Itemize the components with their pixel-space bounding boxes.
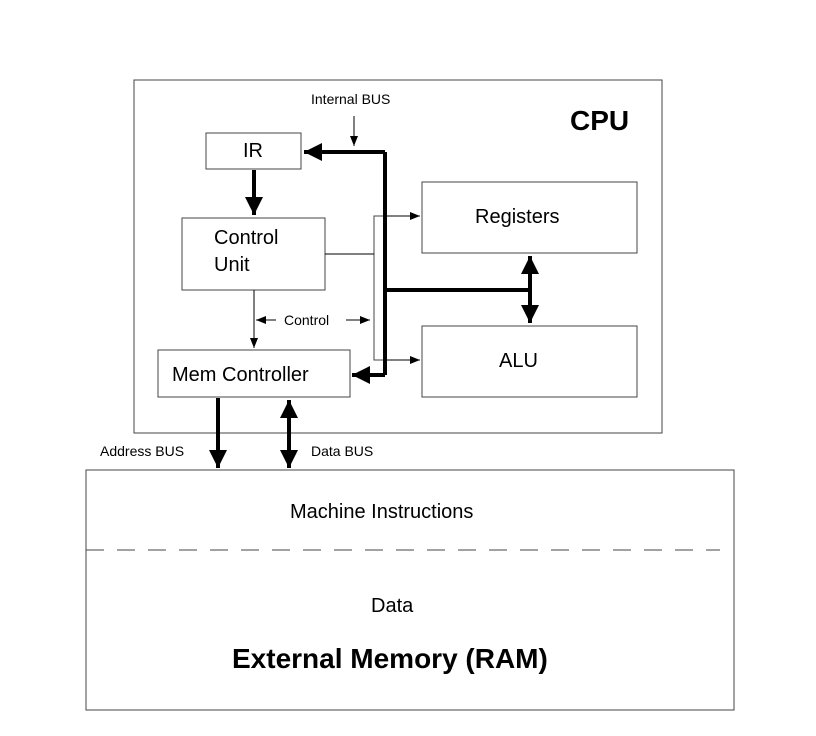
data-label: Data	[371, 595, 414, 617]
alu-box	[421, 325, 638, 398]
registers-box	[421, 181, 638, 254]
control-label: Control	[284, 312, 330, 328]
ir-label: IR	[243, 140, 263, 162]
memory-box	[85, 469, 735, 711]
ir-box	[205, 132, 302, 170]
alu-label: ALU	[499, 350, 538, 372]
address-bus-label: Address BUS	[100, 443, 185, 459]
memory-title: External Memory (RAM)	[232, 643, 548, 674]
control-unit-label-line2: Unit	[214, 254, 250, 276]
control-unit-label-line1: Control	[214, 227, 279, 249]
cpu-title: CPU	[570, 105, 630, 136]
mem-controller-label: Mem Controller	[172, 364, 309, 386]
cpu-box	[133, 79, 663, 434]
internal-bus-label: Internal BUS	[311, 91, 391, 107]
registers-label: Registers	[475, 206, 560, 228]
data-bus-label: Data BUS	[311, 443, 374, 459]
mem-controller-box	[157, 349, 351, 398]
machine-instructions-label: Machine Instructions	[290, 501, 474, 523]
